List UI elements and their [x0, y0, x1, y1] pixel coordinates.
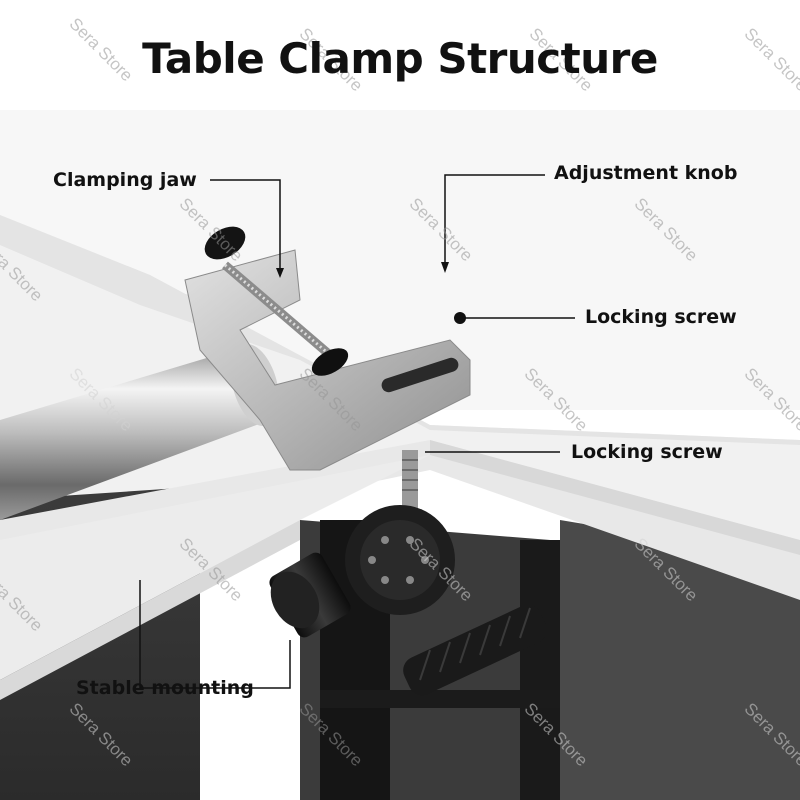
label-clamping-jaw: Clamping jaw: [53, 169, 197, 191]
label-adjustment-knob: Adjustment knob: [554, 162, 738, 184]
label-locking-screw-1: Locking screw: [585, 306, 737, 328]
clamp-bracket: [184, 249, 471, 471]
table-leg-right: [520, 540, 560, 800]
leader-clamping-jaw: [210, 179, 281, 270]
knob-cap: [204, 226, 246, 260]
label-locking-screw-2: Locking screw: [571, 441, 723, 463]
leader-stable-mounting: [139, 580, 291, 689]
leader-adjustment-knob: [444, 174, 545, 265]
black-handle-right: [403, 604, 547, 696]
label-stable-mounting: Stable mounting: [76, 677, 254, 699]
table-top: [0, 215, 800, 540]
page-title: Table Clamp Structure: [142, 34, 658, 83]
table-front: [0, 455, 430, 680]
silver-tube: [0, 345, 270, 520]
